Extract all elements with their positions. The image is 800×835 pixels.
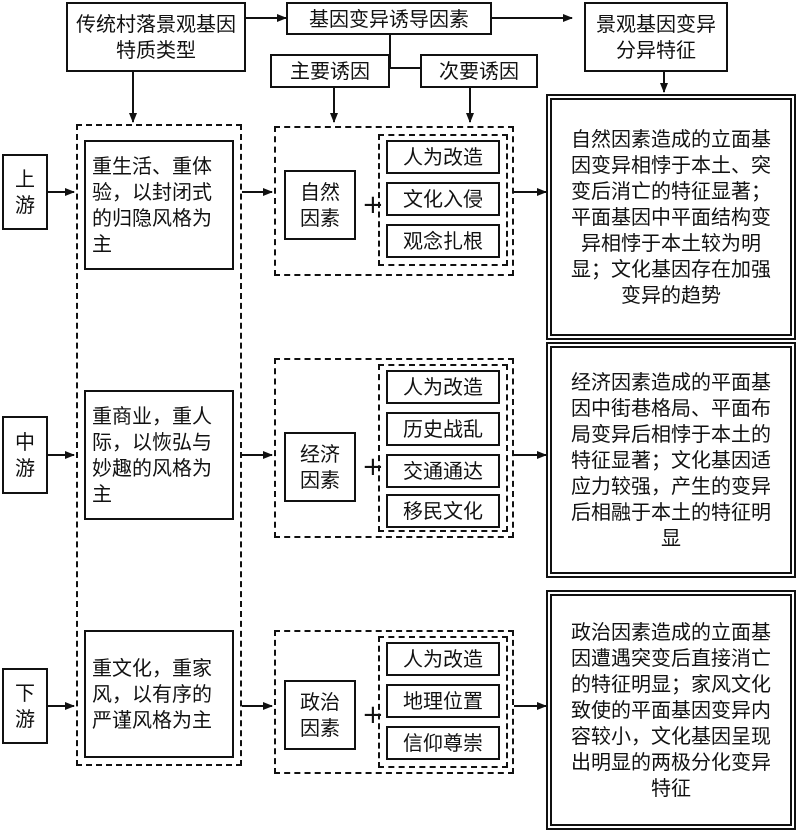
secondary-factor-lower-1-text: 人为改造 — [403, 647, 483, 671]
result-text-lower: 政治因素造成的立面基因遭遇突变后直接消亡的特征明显；家风文化致使的平面基因变异内… — [571, 620, 771, 800]
primary-header-box: 主要诱因 — [270, 54, 390, 88]
style-box-lower: 重文化，重家风，以有序的严谨风格为主 — [84, 630, 234, 758]
secondary-header-label: 次要诱因 — [439, 59, 519, 83]
style-box-middle: 重商业，重人际，以恢弘与妙趣的风格为主 — [84, 390, 234, 520]
secondary-factor-middle-4: 移民文化 — [386, 494, 500, 528]
type-column-dashed — [76, 124, 242, 766]
primary-factor-upper-text: 自然因素 — [300, 180, 340, 230]
reach-label-upper: 上游 — [2, 154, 48, 230]
style-box-upper: 重生活、重体验，以封闭式的归隐风格为主 — [84, 140, 234, 270]
result-header-box: 景观基因变异分异特征 — [584, 2, 728, 72]
reach-label-lower: 下游 — [2, 668, 48, 744]
secondary-factor-middle-3-text: 交通通达 — [403, 459, 483, 483]
secondary-factor-middle-3: 交通通达 — [386, 454, 500, 488]
secondary-factor-middle-2: 历史战乱 — [386, 412, 500, 446]
secondary-factor-upper-3: 观念扎根 — [386, 224, 500, 258]
primary-factor-middle-text: 经济因素 — [300, 442, 340, 492]
factors-header-box: 基因变异诱导因素 — [286, 2, 492, 35]
type-header-label: 传统村落景观基因特质类型 — [76, 12, 236, 62]
result-box-upper: 自然因素造成的立面基因变异相悖于本土、突变后消亡的特征显著；平面基因中平面结构变… — [546, 94, 796, 340]
reach-label-middle-text: 中游 — [15, 430, 35, 480]
secondary-header-box: 次要诱因 — [420, 54, 538, 88]
primary-factor-lower-text: 政治因素 — [300, 690, 340, 740]
secondary-factor-middle-1-text: 人为改造 — [403, 375, 483, 399]
secondary-factor-middle-1: 人为改造 — [386, 370, 500, 404]
primary-factor-middle: 经济因素 — [284, 432, 356, 502]
secondary-factor-lower-1: 人为改造 — [386, 642, 500, 676]
secondary-group-lower — [378, 636, 508, 768]
result-text-middle: 经济因素造成的平面基因中街巷格局、平面布局变异后相悖于本土的特征显著；文化基因适… — [571, 370, 771, 550]
reach-label-middle: 中游 — [2, 416, 48, 494]
style-text-lower: 重文化，重家风，以有序的严谨风格为主 — [92, 656, 212, 732]
secondary-factor-upper-3-text: 观念扎根 — [403, 229, 483, 253]
reach-label-lower-text: 下游 — [15, 681, 35, 731]
secondary-factor-lower-2: 地理位置 — [386, 684, 500, 718]
primary-factor-lower: 政治因素 — [284, 680, 356, 750]
factors-group-middle — [274, 358, 514, 538]
result-box-middle: 经济因素造成的平面基因中街巷格局、平面布局变异后相悖于本土的特征显著；文化基因适… — [546, 342, 796, 578]
secondary-factor-upper-1: 人为改造 — [386, 140, 500, 174]
reach-label-upper-text: 上游 — [15, 167, 35, 217]
factors-group-upper — [274, 126, 514, 276]
type-header-box: 传统村落景观基因特质类型 — [66, 2, 246, 72]
secondary-group-upper — [378, 134, 508, 266]
secondary-factor-upper-2-text: 文化入侵 — [403, 187, 483, 211]
secondary-factor-lower-3-text: 信仰尊崇 — [403, 731, 483, 755]
result-text-upper: 自然因素造成的立面基因变异相悖于本土、突变后消亡的特征显著；平面基因中平面结构变… — [571, 127, 771, 307]
style-text-middle: 重商业，重人际，以恢弘与妙趣的风格为主 — [92, 404, 212, 506]
style-text-upper: 重生活、重体验，以封闭式的归隐风格为主 — [92, 154, 212, 256]
primary-header-label: 主要诱因 — [290, 59, 370, 83]
factors-group-lower — [274, 630, 514, 774]
primary-factor-upper: 自然因素 — [284, 170, 356, 240]
factors-header-label: 基因变异诱导因素 — [309, 6, 469, 31]
secondary-factor-lower-3: 信仰尊崇 — [386, 726, 500, 760]
secondary-factor-upper-2: 文化入侵 — [386, 182, 500, 216]
secondary-factor-lower-2-text: 地理位置 — [403, 689, 483, 713]
secondary-group-middle — [378, 364, 508, 532]
secondary-factor-middle-4-text: 移民文化 — [403, 499, 483, 523]
secondary-factor-upper-1-text: 人为改造 — [403, 145, 483, 169]
secondary-factor-middle-2-text: 历史战乱 — [403, 417, 483, 441]
result-header-label: 景观基因变异分异特征 — [596, 12, 716, 62]
result-box-lower: 政治因素造成的立面基因遭遇突变后直接消亡的特征明显；家风文化致使的平面基因变异内… — [546, 590, 796, 830]
